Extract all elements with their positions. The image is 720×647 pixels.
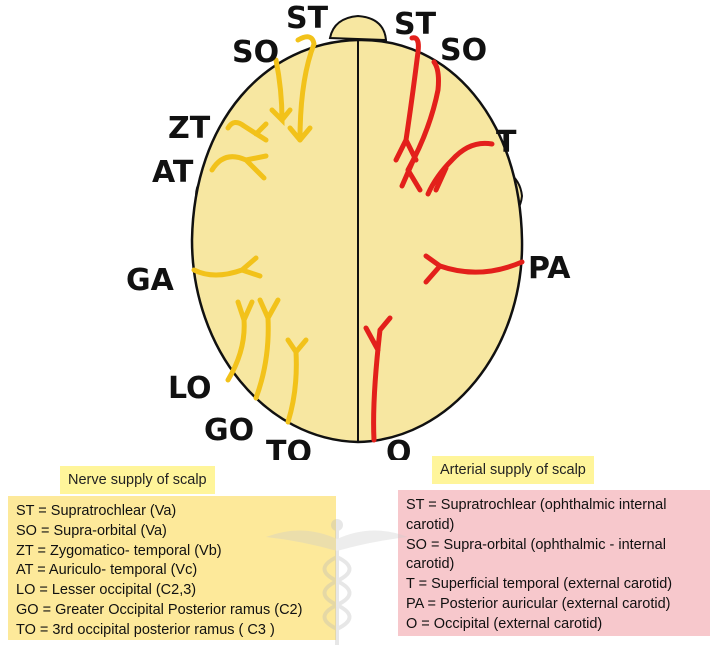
nerve-supply-title: Nerve supply of scalp — [60, 466, 215, 494]
nerve-labels: ST SO ZT AT GA LO GO TO — [126, 1, 329, 460]
label-TO: TO — [266, 435, 312, 460]
artery-labels: ST SO T PA O — [386, 7, 571, 460]
nerve-legend-item: SO = Supra-orbital (Va) — [16, 522, 167, 539]
caduceus-watermark — [266, 519, 408, 645]
label-ST-nerve: ST — [286, 1, 329, 36]
artery-legend: ST = Supratrochlear (ophthalmic internal… — [398, 490, 710, 636]
scalp-diagram: ST SO ZT AT GA LO GO TO ST SO T PA O — [126, 1, 571, 460]
label-O: O — [386, 435, 412, 460]
label-SO-nerve: SO — [232, 35, 279, 70]
artery-legend-item: SO = Supra-orbital (ophthalmic - interna… — [406, 536, 666, 573]
nerve-legend-item: GO = Greater Occipital Posterior ramus (… — [16, 601, 303, 618]
label-GA: GA — [126, 263, 175, 298]
label-PA: PA — [528, 251, 571, 286]
label-ST-artery: ST — [394, 7, 437, 42]
nerve-legend-item: TO = 3rd occipital posterior ramus ( C3 … — [16, 621, 275, 638]
label-GO: GO — [204, 413, 254, 448]
nerve-branches — [191, 34, 317, 425]
label-ZT: ZT — [168, 111, 211, 146]
artery-branches — [363, 35, 525, 443]
nerve-legend-item: AT = Auriculo- temporal (Vc) — [16, 562, 198, 579]
nose — [328, 14, 388, 42]
artery-legend-item: T = Superficial temporal (external carot… — [406, 576, 673, 593]
arterial-supply-title: Arterial supply of scalp — [432, 456, 594, 484]
artery-legend-item: O = Occipital (external carotid) — [406, 615, 603, 632]
nerve-legend: ST = Supratrochlear (Va) SO = Supra-orbi… — [8, 496, 336, 640]
label-SO-artery: SO — [440, 33, 487, 68]
label-AT: AT — [152, 155, 194, 190]
label-T: T — [496, 125, 517, 160]
label-LO: LO — [168, 371, 212, 406]
nerve-legend-item: ZT = Zygomatico- temporal (Vb) — [16, 542, 222, 559]
nerve-legend-item: LO = Lesser occipital (C2,3) — [16, 582, 197, 599]
nerve-legend-item: ST = Supratrochlear (Va) — [16, 503, 177, 519]
artery-legend-item: ST = Supratrochlear (ophthalmic internal… — [406, 497, 667, 533]
artery-legend-item: PA = Posterior auricular (external carot… — [406, 595, 671, 612]
